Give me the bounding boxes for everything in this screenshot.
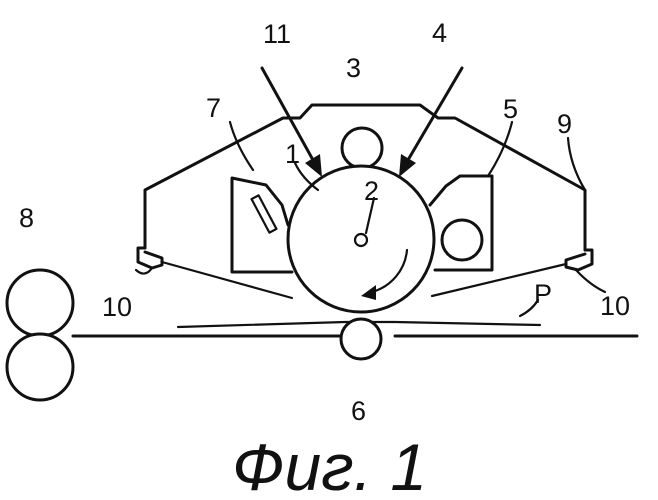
drum-center [355,234,367,246]
label-3: 3 [346,53,361,83]
label-9: 9 [557,109,572,139]
label-4: 4 [432,18,447,48]
label-2: 2 [364,176,379,206]
bottom-roller [341,319,381,359]
label-1: 1 [285,139,300,169]
label-10-right: 10 [600,291,630,321]
label-p: P [534,279,552,309]
left-unit [232,178,292,272]
label-11: 11 [263,19,291,49]
label-7: 7 [206,93,221,123]
label-10-left: 10 [102,292,132,322]
figure-caption: Фиг. 1 [232,430,427,500]
arrow-4 [399,68,462,177]
label-8: 8 [19,203,34,233]
label-5: 5 [503,94,518,124]
label-6: 6 [351,396,366,426]
top-roller [342,128,382,168]
right-unit [430,176,492,270]
left-rollers [7,270,73,400]
